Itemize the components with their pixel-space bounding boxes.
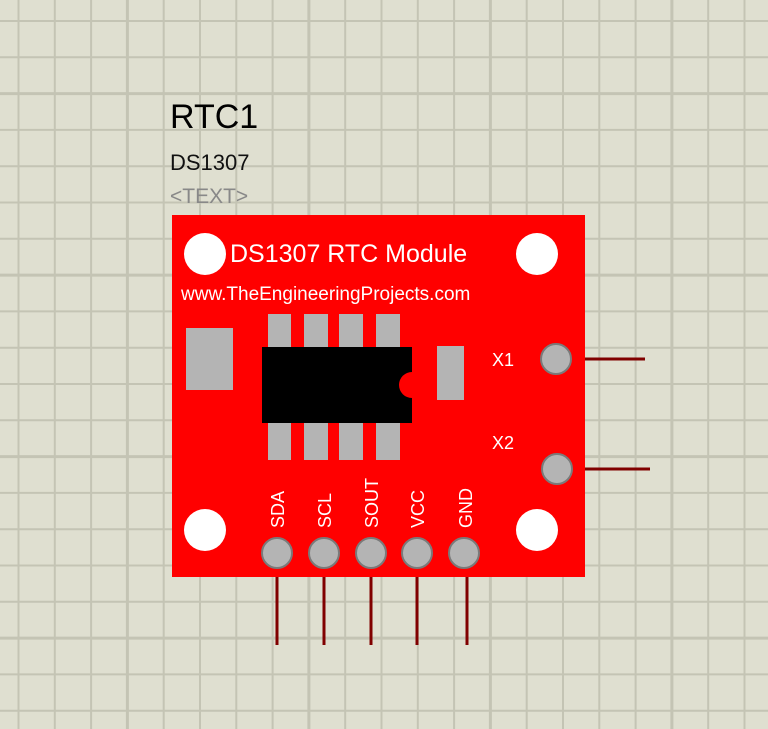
chip-pins [268, 314, 400, 460]
pin-vcc[interactable] [401, 537, 433, 569]
pin-label-x1: X1 [492, 350, 514, 370]
pin-x1[interactable] [540, 343, 572, 375]
pin-label-sout: SOUT [362, 478, 382, 528]
board-title: DS1307 RTC Module [230, 240, 467, 268]
pin-sda[interactable] [261, 537, 293, 569]
pin-sout[interactable] [355, 537, 387, 569]
chip-notch [399, 372, 425, 398]
pin-label-vcc: VCC [408, 490, 428, 528]
ds1307-chip [262, 347, 412, 423]
reference-label[interactable]: RTC1 [170, 98, 258, 136]
pin-label-sda: SDA [268, 491, 288, 528]
battery-pad [186, 328, 233, 390]
pin-label-gnd: GND [456, 488, 476, 528]
text-placeholder: <TEXT> [170, 185, 248, 208]
pin-label-x2: X2 [492, 433, 514, 453]
pin-scl[interactable] [308, 537, 340, 569]
pin-label-scl: SCL [315, 493, 335, 528]
rtc-module[interactable]: DS1307 RTC Module www.TheEngineeringProj… [172, 215, 650, 645]
board-url: www.TheEngineeringProjects.com [180, 284, 470, 305]
pin-gnd[interactable] [448, 537, 480, 569]
crystal-pad [437, 346, 464, 400]
mounting-holes [184, 233, 558, 551]
value-label[interactable]: DS1307 [170, 150, 250, 175]
pin-x2[interactable] [541, 453, 573, 485]
